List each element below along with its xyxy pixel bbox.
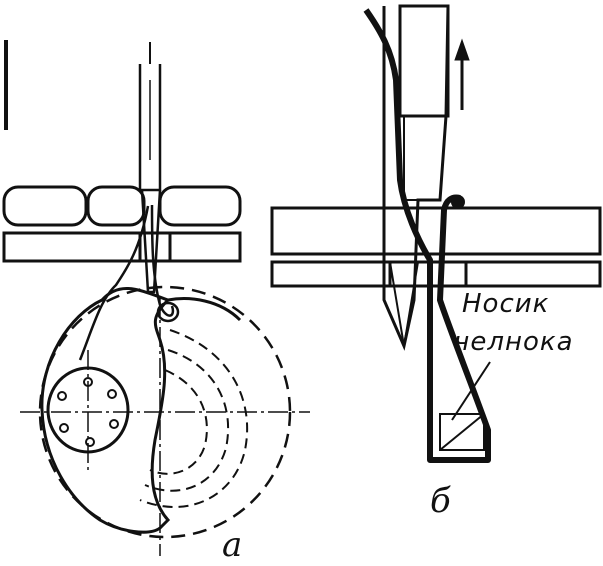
hook-groove-dashed <box>139 329 249 508</box>
thread-loop-a <box>150 204 175 317</box>
fabric-layers-a <box>2 185 242 227</box>
figure-b: Носик челнока б <box>270 4 602 521</box>
figure-a: а <box>2 40 310 565</box>
up-arrow <box>454 38 470 110</box>
thread-a <box>78 205 150 361</box>
needle-a <box>138 42 162 294</box>
bobbin-a <box>46 366 130 454</box>
needle-b <box>382 4 450 351</box>
needle-plate-a <box>2 231 242 263</box>
thread-b <box>363 8 491 463</box>
figure-b-label: б <box>430 481 451 521</box>
hook-nose-a <box>156 301 180 323</box>
shuttle-nose-dot <box>451 195 465 209</box>
callout-line-1: Носик <box>462 289 549 319</box>
figure-a-label: а <box>222 525 242 565</box>
needle-plate-b <box>270 260 602 288</box>
callout-leader <box>451 361 491 421</box>
center-axes-a <box>20 296 310 556</box>
shuttle-nose-b <box>439 413 485 451</box>
hook-body <box>40 286 171 534</box>
fabric-layer-b <box>270 206 602 256</box>
hook-path-circle <box>38 285 292 539</box>
callout-line-2: челнока <box>454 327 574 357</box>
